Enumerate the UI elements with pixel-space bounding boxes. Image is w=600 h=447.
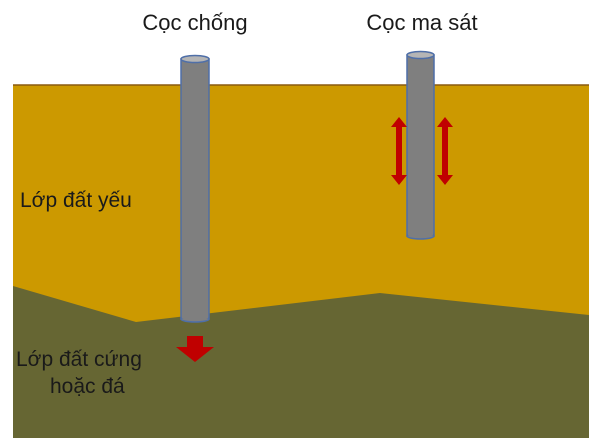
- hard-soil-label-line2: hoặc đá: [50, 375, 125, 398]
- hard-soil-layer: [13, 286, 589, 438]
- down-arrow-icon: [176, 336, 214, 362]
- end-bearing-pile: [180, 54, 210, 323]
- end-bearing-pile-title: Cọc chống: [142, 10, 247, 35]
- friction-pile-title: Cọc ma sát: [366, 10, 477, 35]
- weak-soil-label: Lớp đất yếu: [20, 189, 132, 212]
- double-arrow-icon: [391, 117, 407, 185]
- friction-pile: [406, 50, 435, 240]
- double-arrow-icon: [437, 117, 453, 185]
- hard-soil-label-line1: Lớp đất cứng: [16, 348, 142, 371]
